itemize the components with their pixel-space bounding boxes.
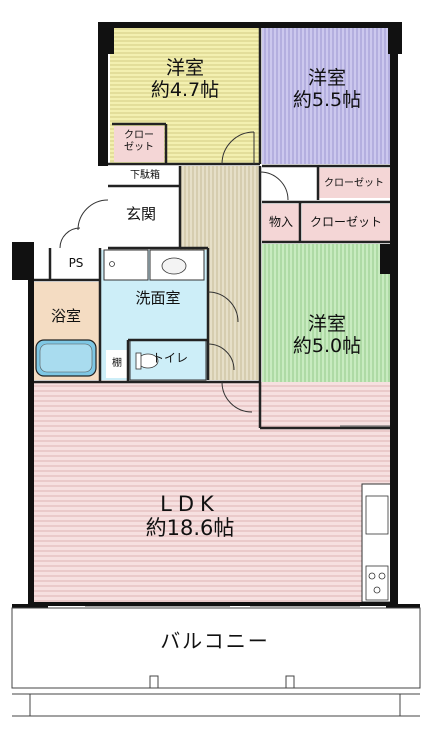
closet-ne-label: クローゼット [324, 178, 384, 189]
closet-ne-floor [318, 168, 390, 198]
toilet-label: トイレ [151, 351, 188, 365]
closet-nw-line1: クロー [124, 130, 154, 141]
ldk-label: LDK 約18.6帖 [130, 492, 250, 540]
getabako-label: 下駄箱 [130, 170, 160, 181]
room-youshitsu-e-label: 洋室 約5.0帖 [272, 313, 382, 358]
ps-floor [52, 250, 100, 280]
ps-label: PS [68, 256, 84, 270]
room-youshitsu-e-size: 約5.0帖 [292, 334, 362, 357]
monoire-floor [262, 204, 300, 242]
getabako-floor [110, 166, 180, 186]
column-mid-right [380, 244, 398, 274]
closet-nw-label: クロー ゼット [114, 130, 164, 153]
monoire-label: 物入 [268, 215, 293, 229]
closet-nw-floor [114, 126, 164, 162]
wall-left-upper [98, 22, 108, 166]
room-youshitsu-ne-size: 約5.5帖 [292, 88, 362, 111]
balcony-outline [11, 607, 421, 689]
washer-pan [103, 249, 149, 281]
ldk-name: LDK [160, 492, 220, 516]
closet-nw-line2: ゼット [124, 141, 154, 153]
room-youshitsu-nw-label: 洋室 約4.7帖 [130, 57, 240, 102]
room-youshitsu-nw-name: 洋室 [165, 57, 204, 79]
closet-e-floor [302, 204, 390, 242]
room-youshitsu-e-name: 洋室 [307, 313, 346, 335]
room-youshitsu-ne-floor [262, 28, 390, 164]
tana-label: 棚 [112, 358, 122, 369]
balcony-label: バルコニー [160, 629, 270, 653]
room-youshitsu-nw-size: 約4.7帖 [150, 78, 220, 101]
wall-top-ne [260, 22, 400, 28]
wall-top-nw [98, 22, 262, 28]
tana-floor [106, 350, 128, 378]
ldk-floor [32, 382, 392, 604]
column-left [12, 242, 32, 280]
senmenshitsu-label: 洗面室 [135, 289, 181, 307]
ldk-size: 約18.6帖 [145, 516, 235, 541]
room-youshitsu-ne-label: 洋室 約5.5帖 [272, 67, 382, 112]
wall-right [390, 22, 398, 608]
genkan-label: 玄関 [125, 205, 156, 223]
wall-left-lower [28, 242, 34, 608]
room-youshitsu-ne-name: 洋室 [307, 67, 346, 89]
genkan-floor [110, 186, 180, 248]
yokushitsu-label: 浴室 [50, 307, 81, 325]
wall-bottom [28, 602, 398, 606]
closet-e-label: クローゼット [309, 215, 382, 229]
